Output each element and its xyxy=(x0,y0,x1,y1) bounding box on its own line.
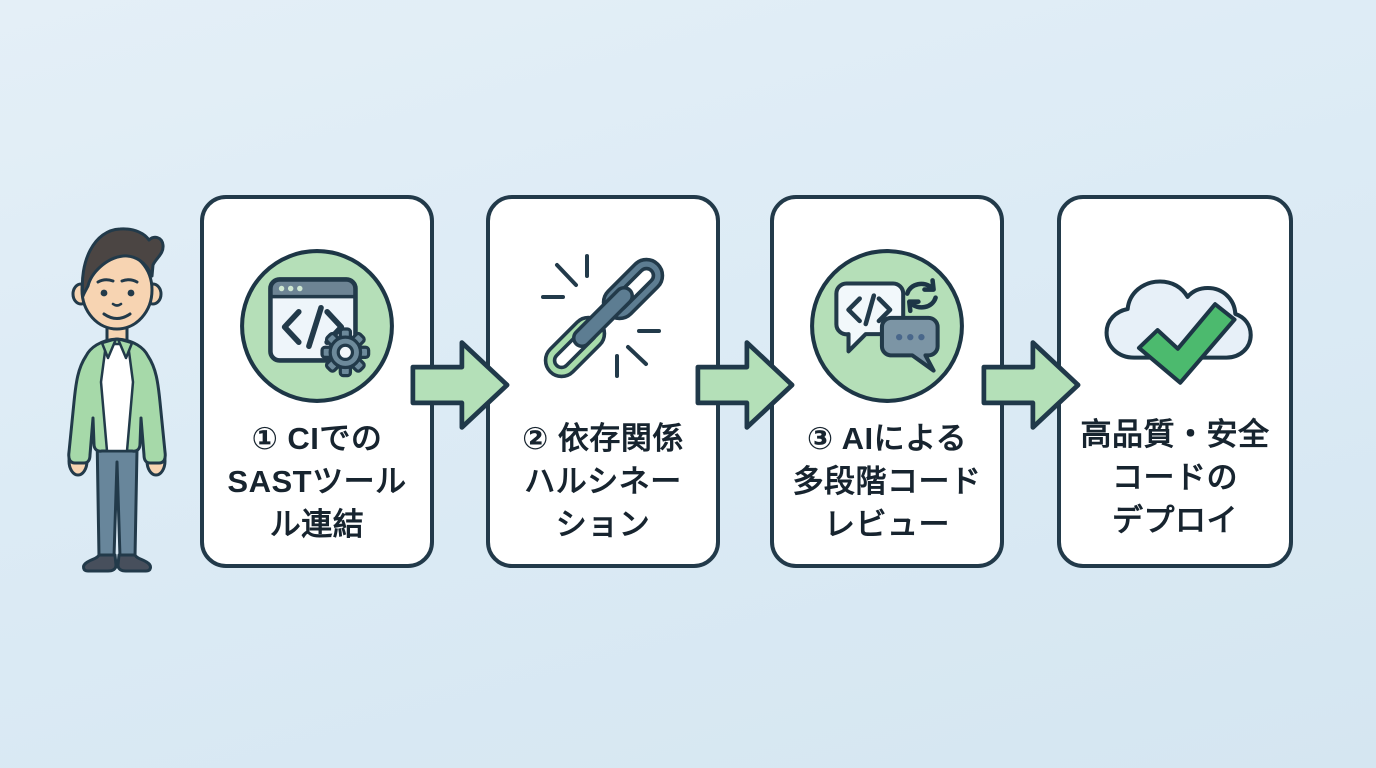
step-card-ci-sast: ① CIでの SASTツール ル連結 xyxy=(200,195,434,568)
cloud-check-icon xyxy=(1104,279,1253,385)
ai-code-review-chat-icon xyxy=(810,249,964,403)
person-eyebrow-left xyxy=(96,278,115,284)
step-card-dependency-hallucination: ② 依存関係 ハルシネー ション xyxy=(486,195,720,568)
step4-label: 高品質・安全 コードの デプロイ xyxy=(1081,413,1270,542)
step2-label: ② 依存関係 ハルシネー ション xyxy=(522,417,684,546)
step1-line3: ル連結 xyxy=(269,507,365,542)
step3-label: ③ AIによる 多段階コード レビュー xyxy=(793,417,982,546)
person-shoe-left xyxy=(82,553,118,573)
step4-icon-box xyxy=(1092,239,1258,405)
flow-arrow-icon-1 xyxy=(410,340,510,430)
step-card-deploy: 高品質・安全 コードの デプロイ xyxy=(1057,195,1293,568)
person-eye-right xyxy=(127,289,135,297)
person-lapel-right xyxy=(116,337,134,360)
step2-icon-box xyxy=(520,243,686,409)
person-hair xyxy=(80,227,165,298)
step3-line3: レビュー xyxy=(824,507,950,542)
person-eyebrow-right xyxy=(120,278,139,284)
code-window-gear-icon xyxy=(240,249,394,403)
flow-arrow-icon-2 xyxy=(695,340,795,430)
step1-line1: ① CIでの xyxy=(251,421,383,456)
checkmark-shape xyxy=(1136,302,1237,385)
person-shoe-right xyxy=(116,553,152,573)
step4-line1: 高品質・安全 xyxy=(1080,417,1270,452)
step3-line2: 多段階コード xyxy=(792,464,982,499)
step-card-ai-code-review: ③ AIによる 多段階コード レビュー xyxy=(770,195,1004,568)
step1-icon-box xyxy=(234,243,400,409)
developer-character-illustration xyxy=(67,227,167,573)
step2-line3: ション xyxy=(555,507,651,542)
person-shirt xyxy=(99,342,135,453)
step2-line1: ② 依存関係 xyxy=(522,421,684,456)
person-eye-left xyxy=(100,289,108,297)
step1-line2: SASTツール xyxy=(227,464,407,499)
broken-chain-icon xyxy=(541,254,665,379)
person-nose xyxy=(111,302,123,307)
person-lapel-left xyxy=(100,337,118,360)
gear-icon xyxy=(320,327,371,378)
step4-line2: コードの xyxy=(1112,460,1238,495)
person-smile xyxy=(102,312,132,320)
step3-line1: ③ AIによる xyxy=(806,421,968,456)
flow-arrow-icon-3 xyxy=(981,340,1081,430)
step2-line2: ハルシネー xyxy=(524,464,682,499)
step3-icon-box xyxy=(804,243,970,409)
step4-line3: デプロイ xyxy=(1112,503,1238,538)
step1-label: ① CIでの SASTツール ル連結 xyxy=(227,417,406,546)
